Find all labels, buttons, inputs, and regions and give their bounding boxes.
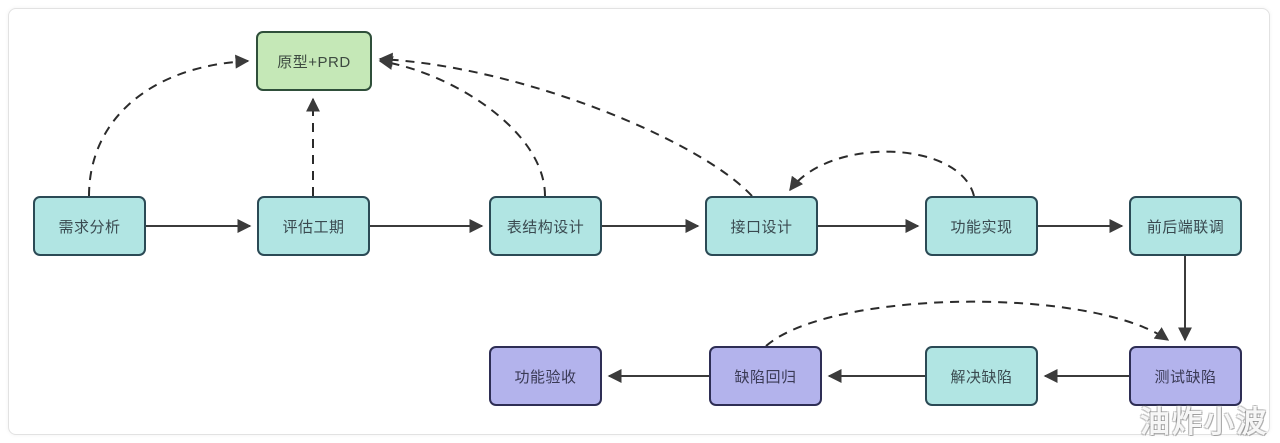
node-label: 前后端联调 [1146, 218, 1225, 236]
node-frontend-backend-integration[interactable]: 前后端联调 [1129, 196, 1242, 256]
node-label: 接口设计 [730, 218, 793, 236]
node-estimate-schedule[interactable]: 评估工期 [257, 196, 370, 256]
node-label: 解决缺陷 [950, 368, 1013, 386]
node-test-defect[interactable]: 测试缺陷 [1129, 346, 1242, 406]
node-api-design[interactable]: 接口设计 [705, 196, 818, 256]
node-resolve-defect[interactable]: 解决缺陷 [925, 346, 1038, 406]
node-label: 需求分析 [58, 218, 121, 236]
node-label: 评估工期 [282, 218, 345, 236]
node-prototype-prd[interactable]: 原型+PRD [256, 31, 372, 91]
node-feature-acceptance[interactable]: 功能验收 [489, 346, 602, 406]
node-label: 缺陷回归 [734, 368, 797, 386]
node-label: 表结构设计 [506, 218, 585, 236]
node-label: 功能实现 [950, 218, 1013, 236]
watermark-text: 油炸小波 [1140, 405, 1268, 440]
node-label: 测试缺陷 [1154, 368, 1217, 386]
diagram-frame [8, 8, 1270, 435]
node-requirement-analysis[interactable]: 需求分析 [33, 196, 146, 256]
node-label: 原型+PRD [277, 53, 351, 71]
node-defect-regression[interactable]: 缺陷回归 [709, 346, 822, 406]
node-label: 功能验收 [514, 368, 577, 386]
node-table-structure-design[interactable]: 表结构设计 [489, 196, 602, 256]
node-feature-implementation[interactable]: 功能实现 [925, 196, 1038, 256]
